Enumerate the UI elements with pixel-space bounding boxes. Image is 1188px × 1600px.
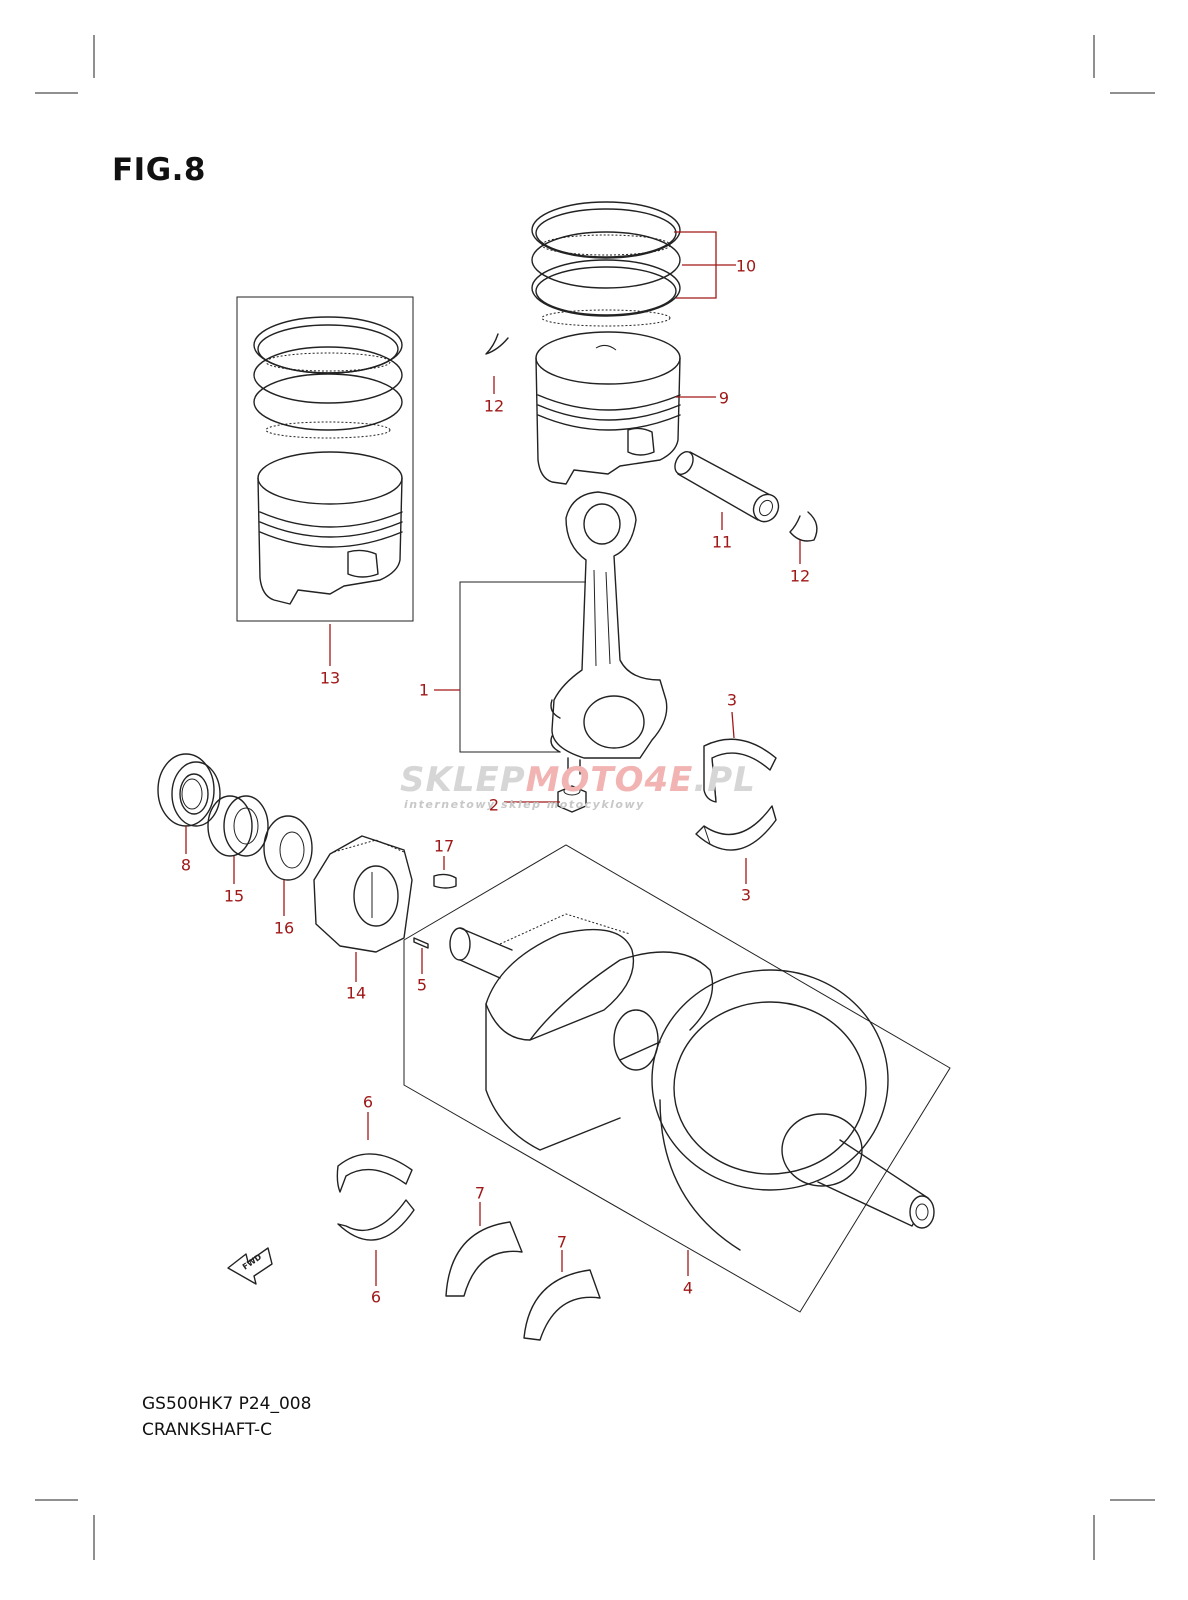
callout-10[interactable]: 10 (735, 256, 757, 276)
crankshaft-box (403, 844, 951, 1313)
callout-3-upper[interactable]: 3 (726, 690, 738, 710)
watermark-brand: SKLEPMOTO4E.PL (400, 762, 780, 798)
callout-14[interactable]: 14 (345, 983, 367, 1003)
watermark-brand-accent: MOTO4E (525, 760, 694, 800)
callout-1[interactable]: 1 (418, 680, 430, 700)
callout-15[interactable]: 15 (223, 886, 245, 906)
watermark-brand-tail: .PL (693, 760, 756, 800)
piston-ring-set (531, 201, 681, 327)
callout-12-upper[interactable]: 12 (483, 396, 505, 416)
washer (263, 815, 313, 881)
callout-7-right[interactable]: 7 (556, 1232, 568, 1252)
oil-seal (157, 753, 221, 827)
callout-16[interactable]: 16 (273, 918, 295, 938)
circlip-upper (485, 333, 509, 355)
callout-12-lower[interactable]: 12 (789, 566, 811, 586)
con-rod-bearing-upper (703, 738, 777, 803)
thrust-washer-2 (523, 1269, 601, 1341)
piston (535, 331, 681, 485)
watermark-tagline: internetowy sklep motocyklowy (404, 798, 645, 811)
callout-11[interactable]: 11 (711, 532, 733, 552)
woodruff-key (433, 873, 457, 889)
callout-4[interactable]: 4 (682, 1278, 694, 1298)
callout-6-lower[interactable]: 6 (370, 1287, 382, 1307)
callout-5[interactable]: 5 (416, 975, 428, 995)
circlip-lower (789, 511, 818, 542)
section-name: CRANKSHAFT-C (142, 1420, 272, 1440)
callout-8[interactable]: 8 (180, 855, 192, 875)
crop-marks (35, 35, 1155, 1560)
crankshaft (449, 913, 935, 1251)
piston-assembly-kit (236, 296, 414, 622)
connecting-rod (550, 491, 668, 777)
callout-9[interactable]: 9 (718, 388, 730, 408)
crank-bearing-lower (337, 1199, 415, 1241)
piston-pin (674, 451, 780, 523)
crank-key (413, 937, 429, 949)
figure-title: FIG.8 (112, 152, 207, 188)
con-rod-nut (557, 785, 587, 813)
leader-lines (185, 231, 801, 1286)
callout-2[interactable]: 2 (488, 795, 500, 815)
thrust-washer-1 (445, 1221, 523, 1297)
callout-6-upper[interactable]: 6 (362, 1092, 374, 1112)
crank-bearing-upper (336, 1153, 413, 1193)
callout-13[interactable]: 13 (319, 668, 341, 688)
watermark: SKLEPMOTO4E.PL internetowy sklep motocyk… (400, 762, 780, 811)
con-rod-bearing-lower (695, 805, 777, 851)
callout-17[interactable]: 17 (433, 836, 455, 856)
callout-3-lower[interactable]: 3 (740, 885, 752, 905)
con-rod-bracket (459, 581, 586, 753)
bushing (207, 795, 269, 857)
model-code: GS500HK7 P24_008 (142, 1394, 312, 1414)
callout-7-left[interactable]: 7 (474, 1183, 486, 1203)
watermark-brand-main: SKLEP (400, 760, 526, 800)
fwd-arrow-icon (227, 1247, 273, 1285)
primary-drive-gear (313, 835, 413, 953)
